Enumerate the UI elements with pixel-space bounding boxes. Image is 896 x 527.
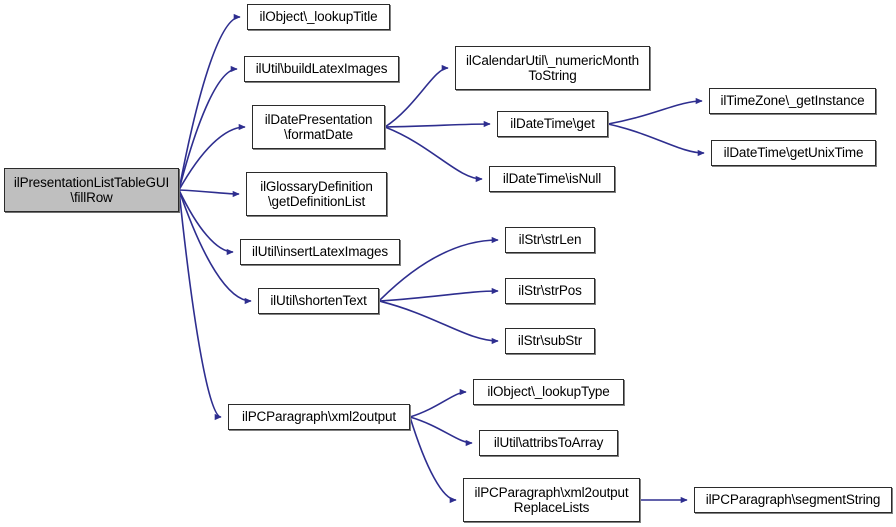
graph-node-xml2output[interactable]: ilPCParagraph\xml2output (228, 404, 410, 430)
graph-node-label: ilDatePresentation \formatDate (264, 111, 373, 143)
graph-node-segmentString[interactable]: ilPCParagraph\segmentString (694, 487, 892, 513)
call-edge-dateTimeGet-to-getUnixTime (607, 123, 705, 157)
call-edge-formatDate-to-dateTimeIsNull (384, 126, 483, 183)
graph-node-formatDate[interactable]: ilDatePresentation \formatDate (252, 105, 385, 149)
call-edge-root-to-glossaryDef (178, 189, 240, 198)
graph-node-label: ilUtil\insertLatexImages (252, 244, 388, 260)
graph-node-label: ilDateTime\getUnixTime (723, 145, 864, 161)
graph-node-subStr[interactable]: ilStr\subStr (505, 328, 595, 354)
graph-node-label: ilPCParagraph\xml2output (242, 409, 396, 425)
graph-node-getUnixTime[interactable]: ilDateTime\getUnixTime (711, 140, 876, 166)
call-edge-root-to-formatDate (178, 123, 246, 191)
graph-node-attribsToArray[interactable]: ilUtil\attribsToArray (479, 430, 618, 456)
graph-node-dateTimeGet[interactable]: ilDateTime\get (497, 111, 608, 137)
graph-node-dateTimeIsNull[interactable]: ilDateTime\isNull (489, 166, 615, 192)
graph-node-label: ilPCParagraph\segmentString (705, 492, 881, 508)
graph-node-label: ilStr\strLen (518, 232, 582, 248)
call-edge-xml2output-to-lookupType (409, 388, 467, 418)
graph-node-glossaryDef[interactable]: ilGlossaryDefinition \getDefinitionList (246, 172, 387, 216)
call-edge-shortenText-to-strPos (378, 287, 499, 302)
graph-node-label: ilDateTime\isNull (502, 171, 602, 187)
graph-node-label: ilPCParagraph\xml2output ReplaceLists (474, 484, 629, 516)
call-edge-dateTimeGet-to-timeZone (607, 97, 703, 125)
graph-node-timeZone[interactable]: ilTimeZone\_getInstance (709, 88, 876, 114)
graph-node-label: ilUtil\buildLatexImages (255, 61, 388, 77)
graph-node-insertLatex[interactable]: ilUtil\insertLatexImages (240, 239, 400, 265)
graph-node-numericMonth[interactable]: ilCalendarUtil\_numericMonth ToString (455, 46, 650, 90)
graph-node-label: ilObject\_lookupType (487, 384, 610, 400)
graph-node-lookupType[interactable]: ilObject\_lookupType (473, 379, 624, 405)
call-edge-formatDate-to-dateTimeGet (384, 120, 491, 128)
graph-node-replaceLists[interactable]: ilPCParagraph\xml2output ReplaceLists (463, 478, 640, 522)
graph-node-label: ilUtil\shortenText (270, 293, 367, 309)
call-edge-root-to-xml2output (178, 189, 222, 421)
graph-node-strLen[interactable]: ilStr\strLen (505, 227, 595, 253)
call-edge-xml2output-to-replaceLists (409, 416, 457, 504)
call-edge-shortenText-to-subStr (378, 300, 499, 345)
graph-node-label: ilStr\strPos (518, 283, 582, 299)
graph-node-label: ilUtil\attribsToArray (493, 435, 604, 451)
graph-node-label: ilDateTime\get (510, 116, 595, 132)
graph-node-label: ilTimeZone\_getInstance (720, 93, 865, 109)
graph-node-label: ilObject\_lookupTitle (259, 9, 378, 25)
graph-node-label: ilCalendarUtil\_numericMonth ToString (466, 52, 639, 84)
graph-node-shortenText[interactable]: ilUtil\shortenText (258, 288, 379, 314)
graph-node-strPos[interactable]: ilStr\strPos (505, 278, 595, 304)
graph-node-root[interactable]: ilPresentationListTableGUI \fillRow (4, 168, 179, 212)
graph-node-label: ilGlossaryDefinition \getDefinitionList (260, 178, 373, 210)
call-edge-root-to-lookupTitle (178, 13, 241, 191)
graph-node-buildLatex[interactable]: ilUtil\buildLatexImages (244, 56, 399, 82)
graph-node-lookupTitle[interactable]: ilObject\_lookupTitle (247, 4, 390, 30)
call-edge-root-to-buildLatex (178, 65, 238, 191)
call-edge-root-to-insertLatex (178, 189, 234, 256)
graph-node-label: ilStr\subStr (517, 333, 583, 349)
call-edge-xml2output-to-attribsToArray (409, 416, 473, 447)
graph-node-label: ilPresentationListTableGUI \fillRow (13, 174, 170, 206)
